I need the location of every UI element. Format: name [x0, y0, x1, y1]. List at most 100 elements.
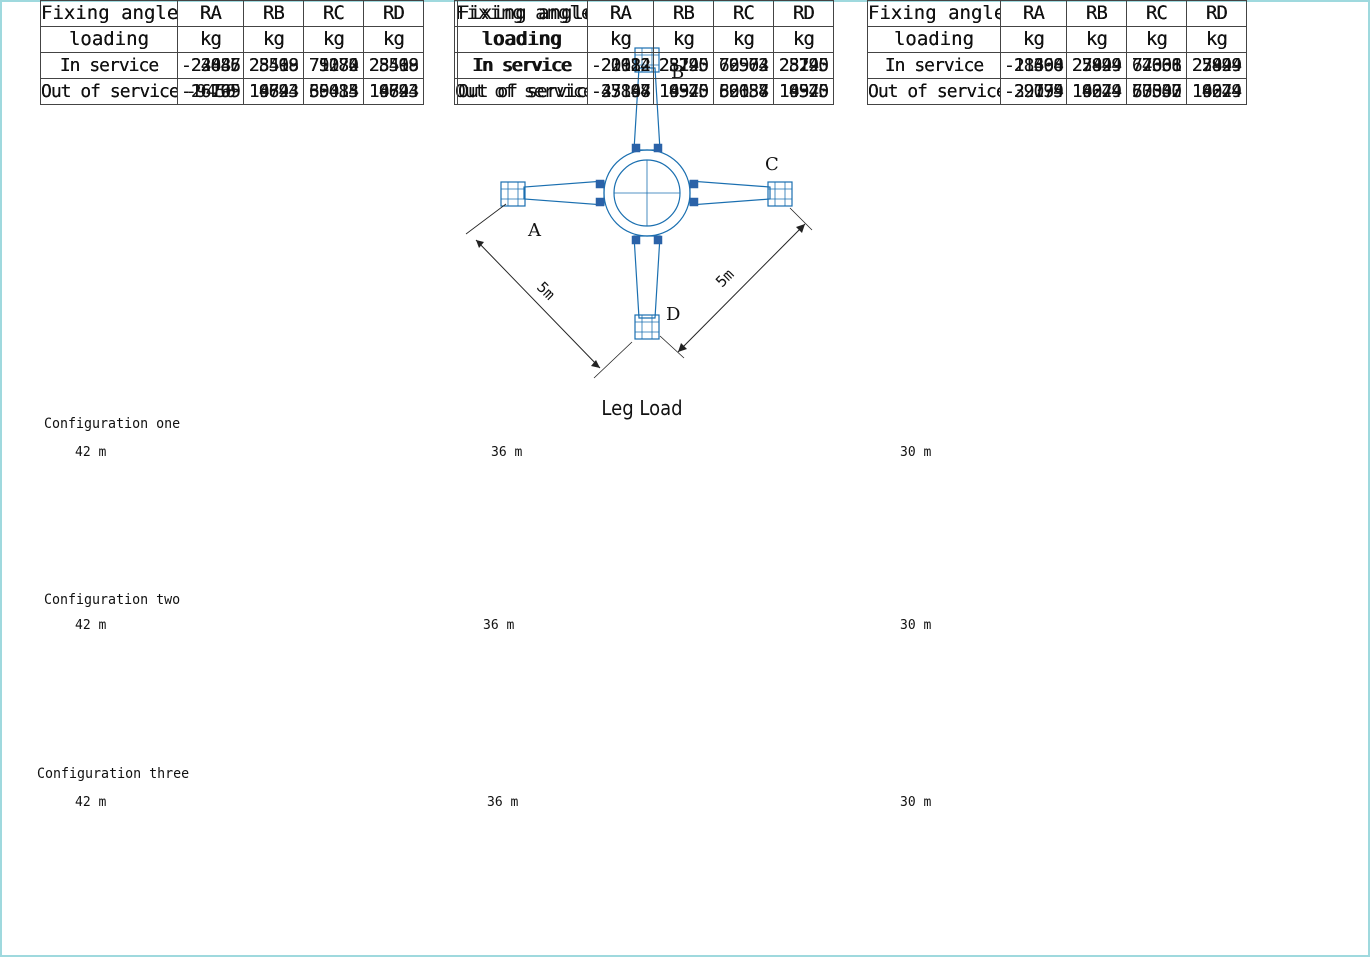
dimension-label-left: 5m [533, 278, 559, 304]
height-label: 36 m [487, 795, 519, 810]
dim-arrow-left-a [476, 240, 484, 248]
unit-cell: kg [1186, 26, 1247, 53]
fixing-angle-header: Fixing angle [867, 0, 1001, 27]
unit-cell: kg [363, 26, 424, 53]
fixing-angle-header: Fixing angle [457, 0, 588, 27]
height-label: 30 m [900, 795, 932, 810]
load-value-cell: 23568 [363, 52, 424, 79]
column-header-ra: RA [587, 0, 654, 27]
configuration-title: Configuration two [44, 592, 181, 608]
bolt-7 [689, 179, 699, 189]
arm-c [689, 180, 771, 206]
bolt-4 [653, 235, 663, 245]
height-label: 30 m [900, 445, 932, 460]
fixing-angle-header: Fixing angle [40, 0, 178, 27]
row-label: Out of service [867, 78, 1001, 105]
dim-arrow-right-a [796, 224, 805, 233]
column-header-rb: RB [653, 0, 714, 27]
column-header-rc: RC [713, 0, 774, 27]
bolt-3 [631, 235, 641, 245]
load-value-cell: 14520 [773, 78, 834, 105]
column-header-ra: RA [177, 0, 244, 27]
bolt-6 [595, 197, 605, 207]
load-value-cell: 56188 [713, 78, 774, 105]
dim-ext-left-b [593, 341, 633, 379]
load-value-cell: 22999 [1066, 52, 1127, 79]
dim-line-left [475, 239, 601, 369]
loading-header: loading [867, 26, 1001, 53]
dim-line-right [677, 223, 806, 353]
load-value-cell: -22075 [1000, 78, 1067, 105]
load-value-cell: -24047 [177, 52, 244, 79]
loading-header: loading [457, 26, 588, 53]
unit-cell: kg [653, 26, 714, 53]
row-label: Out of service [40, 78, 178, 105]
unit-cell: kg [587, 26, 654, 53]
unit-cell: kg [1126, 26, 1187, 53]
configuration-title: Configuration three [37, 766, 190, 782]
load-value-cell: 14224 [1066, 78, 1127, 105]
load-value-cell: 71182 [303, 52, 364, 79]
leg-label-c: C [765, 154, 779, 175]
load-value-cell: 14224 [1186, 78, 1247, 105]
unit-cell: kg [177, 26, 244, 53]
column-header-rd: RD [773, 0, 834, 27]
height-label: 42 m [75, 795, 107, 810]
row-label: In service [457, 52, 588, 79]
height-label: 42 m [75, 445, 107, 460]
arm-a [523, 180, 605, 206]
load-value-cell: 67601 [1126, 52, 1187, 79]
column-header-rb: RB [243, 0, 304, 27]
unit-cell: kg [713, 26, 774, 53]
dimension-label-right: 5m [712, 265, 738, 291]
dim-arrow-right-b [678, 343, 687, 352]
load-value-cell: 23295 [773, 52, 834, 79]
loading-header: loading [40, 26, 178, 53]
column-header-rc: RC [1126, 0, 1187, 27]
configuration-title: Configuration one [44, 416, 181, 432]
column-header-ra: RA [1000, 0, 1067, 27]
height-label: 36 m [483, 618, 515, 633]
dim-ext-right-b [659, 335, 685, 359]
leg-label-a: A [527, 220, 542, 241]
load-value-cell: -27148 [587, 78, 654, 105]
dim-ext-right-a [789, 207, 813, 231]
load-value-cell: 23568 [243, 52, 304, 79]
column-header-rc: RC [303, 0, 364, 27]
foot-a [500, 181, 526, 207]
load-value-cell: -9450 [177, 78, 244, 105]
row-label: In service [40, 52, 178, 79]
load-value-cell: 23295 [653, 52, 714, 79]
load-value-cell: -22982 [587, 52, 654, 79]
load-value-cell: 14793 [243, 78, 304, 105]
bolt-1 [631, 143, 641, 153]
load-value-cell: -21604 [1000, 52, 1067, 79]
column-header-rd: RD [1186, 0, 1247, 27]
load-value-cell: 14793 [363, 78, 424, 105]
row-label: In service [867, 52, 1001, 79]
foot-d [634, 314, 660, 340]
foot-c [767, 181, 793, 207]
column-header-rb: RB [1066, 0, 1127, 27]
dim-arrow-left-b [591, 360, 600, 368]
unit-cell: kg [243, 26, 304, 53]
dim-ext-left-a [465, 203, 507, 235]
bolt-2 [653, 143, 663, 153]
unit-cell: kg [1066, 26, 1127, 53]
load-value-cell: 39035 [303, 78, 364, 105]
arm-d [633, 235, 661, 319]
unit-cell: kg [773, 26, 834, 53]
